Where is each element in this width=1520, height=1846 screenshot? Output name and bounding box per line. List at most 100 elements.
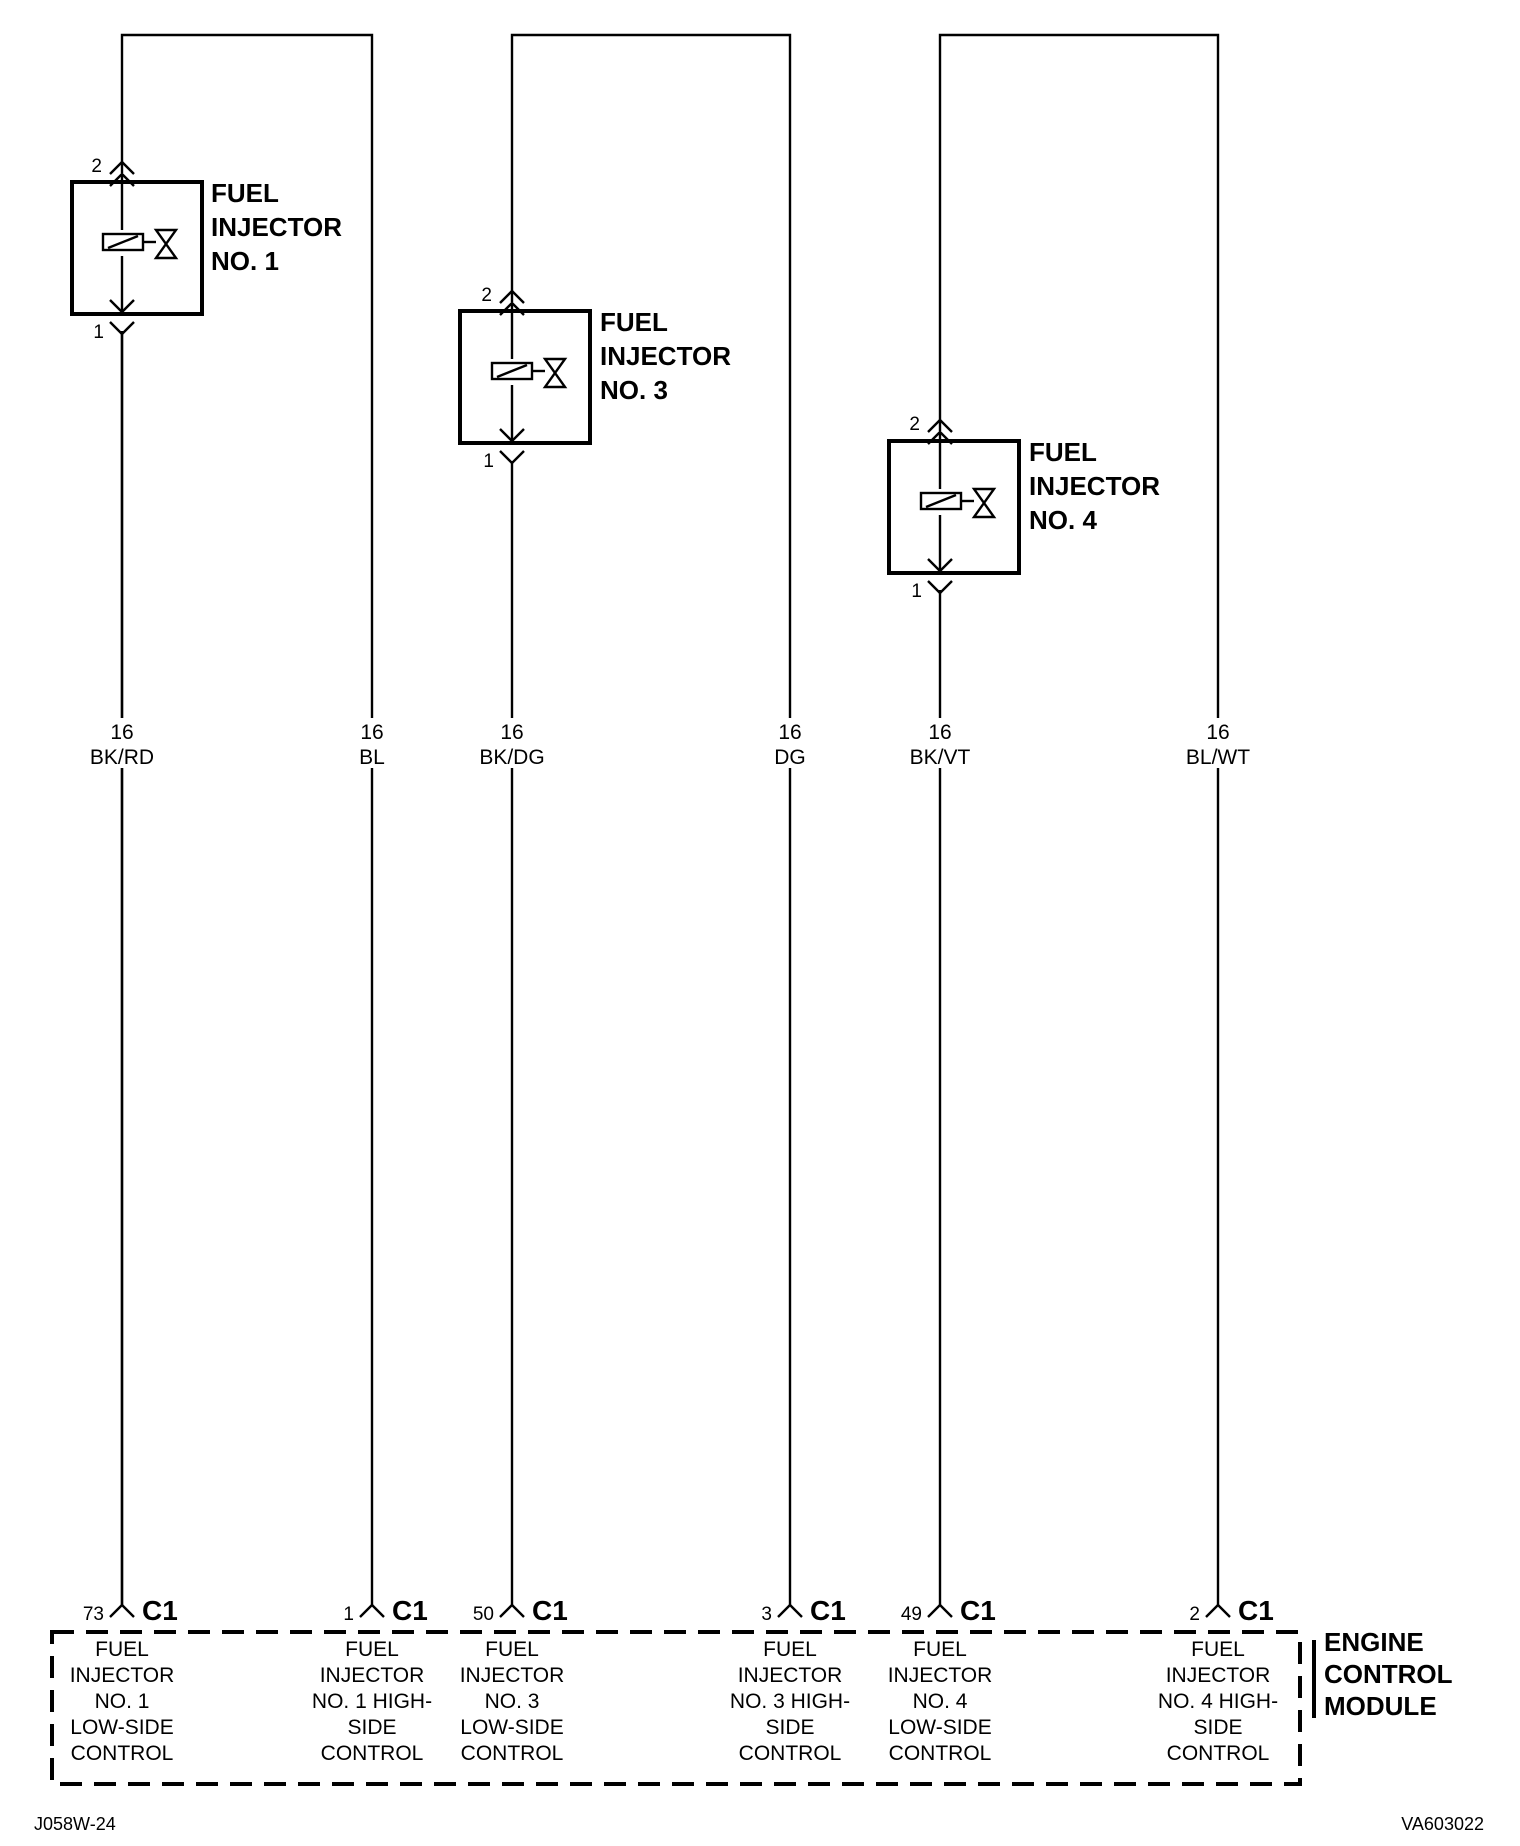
connector-chevron-up-icon (777, 1603, 803, 1618)
connector-chevron-up-icon (927, 1603, 953, 1618)
connector-chevron-down-icon (927, 580, 953, 595)
injector-title-line1: FUEL (211, 178, 279, 208)
ecm-pin-label-6: FUEL INJECTOR NO. 4 HIGH- SIDE CONTROL (1158, 1638, 1278, 1765)
wire-label-5: 16 BK/VT (910, 721, 971, 769)
connector-chevron-up-icon (109, 1603, 135, 1618)
ecm-label-line: NO. 1 HIGH- (312, 1690, 432, 1713)
ecm-label-line: NO. 4 HIGH- (1158, 1690, 1278, 1713)
ecm-label-line: NO. 1 (95, 1690, 150, 1713)
connector-chevron-up-icon (927, 418, 953, 433)
connector-chevron-down-icon (109, 321, 135, 336)
ecm-label-line: CONTROL (889, 1742, 992, 1765)
pin-number: 49 (901, 1604, 922, 1625)
wire-bl-wt-upper (938, 33, 1220, 1605)
pin-label-top: 2 (481, 285, 492, 306)
pin-number: 1 (343, 1604, 354, 1625)
ecm-pin-73: 73 C1 (83, 1595, 178, 1626)
wire-label-1: 16 BK/RD (90, 721, 154, 769)
ecm-label-line: SIDE (1193, 1716, 1242, 1739)
ecm-pin-50: 50 C1 (473, 1595, 568, 1626)
valve-icon (153, 228, 179, 260)
ecm-label-line: FUEL (345, 1638, 399, 1661)
wire-color: BK/DG (479, 746, 544, 769)
connector-chevron-up-icon (499, 1603, 525, 1618)
pin-number: 3 (761, 1604, 772, 1625)
connector-chevron-up-icon (499, 289, 525, 304)
pin-label-top: 2 (91, 156, 102, 177)
ecm-label-line: INJECTOR (460, 1664, 565, 1687)
pin-label-top: 2 (909, 414, 920, 435)
fuel-injector-1: 2 1 FUEL INJECTOR NO. 1 (70, 156, 342, 343)
ecm-label-line: LOW-SIDE (460, 1716, 563, 1739)
circuit-injector-4 (938, 33, 1220, 1605)
ecm-label-line: INJECTOR (888, 1664, 993, 1687)
wire-bk-rd-upper (120, 33, 374, 725)
ecm-pin-2: 2 C1 (1189, 1595, 1273, 1626)
pin-number: 2 (1189, 1604, 1200, 1625)
engine-control-module-boundary (50, 1630, 1302, 1786)
pin-label-bottom: 1 (93, 322, 104, 343)
injector-title-line3: NO. 3 (600, 375, 668, 405)
diagram-code-left: J058W-24 (34, 1814, 116, 1834)
wire-label-gaps (96, 718, 1250, 768)
terminal-arrow-down-icon (499, 428, 525, 443)
valve-icon (542, 357, 568, 389)
ecm-label-line: INJECTOR (738, 1664, 843, 1687)
diagram-code-right: VA603022 (1401, 1814, 1484, 1834)
ecm-label-line: FUEL (763, 1638, 817, 1661)
wire-color: BL (359, 746, 385, 769)
wire-dg-upper (510, 33, 792, 1605)
pin-label-bottom: 1 (483, 451, 494, 472)
wire-color: BK/VT (910, 746, 971, 769)
wire-gauge: 16 (110, 721, 133, 744)
ecm-label-line: CONTROL (1167, 1742, 1270, 1765)
connector-id: C1 (810, 1595, 846, 1626)
wire-gauge: 16 (778, 721, 801, 744)
ecm-title-line3: MODULE (1324, 1691, 1437, 1721)
ecm-label-line: FUEL (913, 1638, 967, 1661)
connector-id: C1 (960, 1595, 996, 1626)
injector-box (458, 309, 592, 445)
connector-id: C1 (392, 1595, 428, 1626)
ecm-label-line: SIDE (347, 1716, 396, 1739)
pin-number: 50 (473, 1604, 494, 1625)
connector-chevron-up-icon (109, 160, 135, 175)
ecm-label-line: CONTROL (739, 1742, 842, 1765)
injector-title-line2: INJECTOR (600, 341, 731, 371)
wire-gauge: 16 (360, 721, 383, 744)
ecm-label-line: FUEL (95, 1638, 149, 1661)
ecm-label-line: SIDE (765, 1716, 814, 1739)
ecm-pin-label-5: FUEL INJECTOR NO. 4 LOW-SIDE CONTROL (888, 1638, 993, 1765)
ecm-label-line: NO. 3 HIGH- (730, 1690, 850, 1713)
connector-id: C1 (142, 1595, 178, 1626)
ecm-pin-label-3: FUEL INJECTOR NO. 3 LOW-SIDE CONTROL (460, 1638, 565, 1765)
connector-chevron-down-icon (499, 450, 525, 465)
pin-label-bottom: 1 (911, 581, 922, 602)
fuel-injector-3: 2 1 FUEL INJECTOR NO. 3 (458, 285, 731, 472)
wire-gauge: 16 (1206, 721, 1229, 744)
injector-title-line2: INJECTOR (211, 212, 342, 242)
ecm-title-line1: ENGINE (1324, 1627, 1424, 1657)
ecm-label-line: FUEL (1191, 1638, 1245, 1661)
ecm-label-line: NO. 3 (485, 1690, 540, 1713)
injector-box (887, 439, 1021, 575)
ecm-label-line: INJECTOR (1166, 1664, 1271, 1687)
valve-icon (971, 487, 997, 519)
injector-box (70, 180, 204, 316)
injector-title-line1: FUEL (1029, 437, 1097, 467)
wire-label-3: 16 BK/DG (479, 721, 544, 769)
ecm-label-line: NO. 4 (913, 1690, 968, 1713)
injector-title-line3: NO. 4 (1029, 505, 1097, 535)
ecm-label-line: FUEL (485, 1638, 539, 1661)
ecm-title: ENGINE CONTROL MODULE (1312, 1627, 1453, 1721)
injector-title-line2: INJECTOR (1029, 471, 1160, 501)
ecm-pin-1: 1 C1 (343, 1595, 427, 1626)
ecm-label-line: CONTROL (321, 1742, 424, 1765)
ecm-pin-49: 49 C1 (901, 1595, 996, 1626)
wire-label-6: 16 BL/WT (1186, 721, 1250, 769)
pin-number: 73 (83, 1604, 104, 1625)
ecm-label-line: INJECTOR (70, 1664, 175, 1687)
ecm-label-line: INJECTOR (320, 1664, 425, 1687)
wire-label-4: 16 DG (774, 721, 806, 769)
